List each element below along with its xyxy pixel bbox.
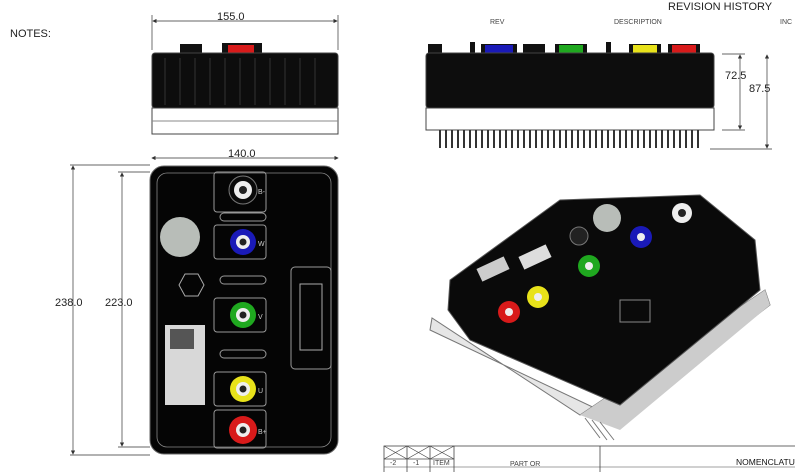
heatsink-fins: [439, 130, 699, 148]
rev-column-header: REV: [490, 19, 505, 26]
dimension-side-body: 72.5: [725, 70, 746, 82]
terminal-label: B-: [258, 189, 266, 196]
terminal-u: U: [230, 376, 263, 402]
terminal-label: V: [258, 314, 263, 321]
inc-column-header: INC: [780, 19, 792, 26]
dimension-inner-height: 223.0: [105, 297, 133, 309]
terminal-w: W: [230, 229, 265, 255]
terminal-label: B+: [258, 429, 267, 436]
terminal-v: V: [230, 302, 263, 328]
parts-table: -2 -1 ITEM PART OR NOMENCLATU: [383, 445, 795, 472]
revision-history-title: REVISION HISTORY: [668, 1, 773, 13]
table-cell-rev-1: -1: [413, 460, 419, 467]
terminal-b-plus: B+: [229, 416, 267, 444]
revision-history: REVISION HISTORY REV DESCRIPTION INC: [490, 1, 792, 26]
terminal-b-minus: B-: [228, 175, 266, 205]
table-cell-rev-2: -2: [390, 460, 396, 467]
dimension-top-width: 155.0: [217, 11, 245, 23]
notes-label: NOTES:: [10, 28, 51, 40]
part-header: PART OR: [510, 461, 540, 468]
isometric-view: [429, 194, 771, 441]
nomenclature-header: NOMENCLATU: [736, 457, 795, 467]
top-view: 155.0: [151, 11, 339, 135]
dimension-side-total: 87.5: [749, 83, 770, 95]
dimension-front-width: 140.0: [228, 148, 256, 160]
dimension-overall-height: 238.0: [55, 297, 83, 309]
terminal-label: W: [258, 241, 265, 248]
terminal-label: U: [258, 388, 263, 395]
side-view: 72.5 87.5: [425, 42, 772, 150]
front-view: 140.0 238.0 223.0 B- W: [55, 148, 339, 456]
description-column-header: DESCRIPTION: [614, 19, 662, 26]
table-cell-item: ITEM: [433, 460, 450, 467]
